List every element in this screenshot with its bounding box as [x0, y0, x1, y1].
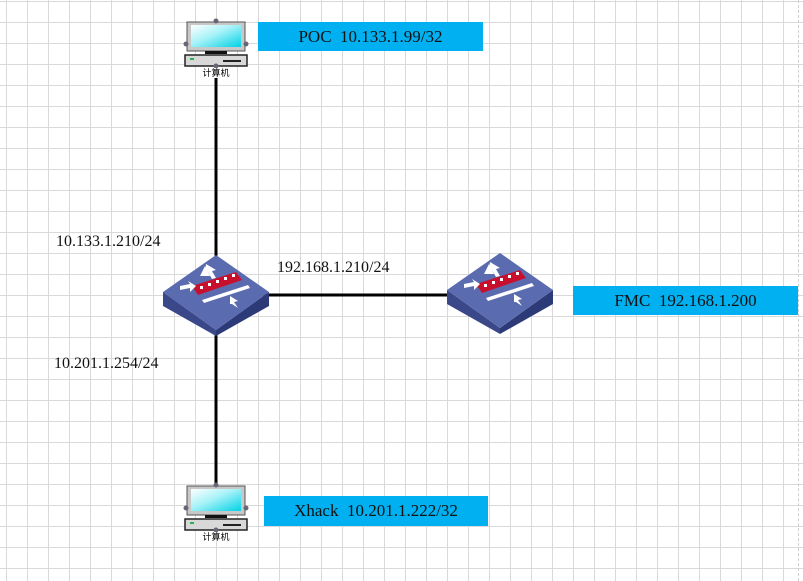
computer-icon	[183, 18, 249, 69]
computer-label: 计算机	[202, 69, 230, 79]
interface-label-xhack: 10.201.1.254/24	[54, 355, 159, 372]
firewall-icon	[447, 253, 553, 334]
fmc-address-tag[interactable]: FMC 192.168.1.200	[573, 286, 798, 315]
firewall-icon	[163, 255, 269, 336]
computer-node-poc[interactable]: 计算机	[183, 18, 249, 80]
computer-icon	[183, 482, 249, 533]
poc-address-tag[interactable]: POC 10.133.1.99/32	[258, 22, 483, 51]
interface-label-poc: 10.133.1.210/24	[56, 233, 161, 250]
firewall-node-fmc[interactable]	[444, 250, 556, 334]
xhack-address-tag[interactable]: Xhack 10.201.1.222/32	[264, 496, 488, 526]
firewall-node-left[interactable]	[160, 252, 272, 336]
computer-label: 计算机	[202, 533, 230, 543]
interface-label-fmc: 192.168.1.210/24	[277, 259, 390, 276]
canvas-edge-guide	[798, 0, 799, 581]
computer-node-xhack[interactable]: 计算机	[183, 482, 249, 544]
